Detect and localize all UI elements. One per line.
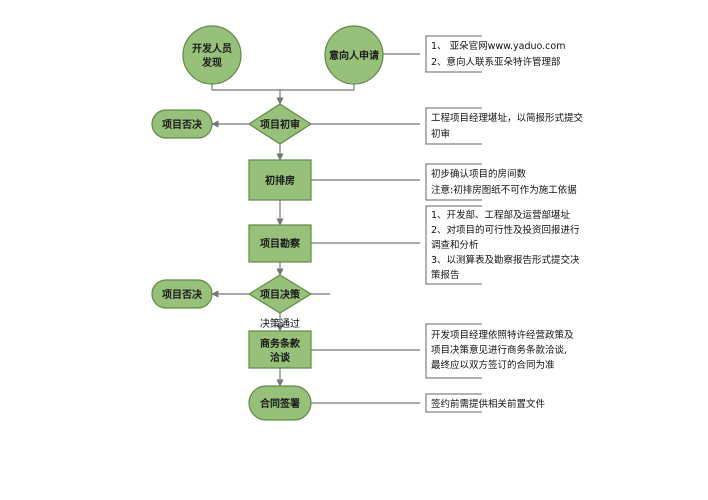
note-survey-line: 调查和分析: [431, 239, 479, 251]
negotiation-node[interactable]: 商务条款 洽谈: [248, 330, 312, 369]
developer-found-node[interactable]: 开发人员 发现: [182, 25, 242, 85]
note-apply-line: 2、意向人联系亚朵特许管理部: [431, 56, 561, 68]
intent-apply-label: 意向人申请: [329, 49, 379, 62]
connectors: [211, 53, 420, 404]
note-survey-line: 2、对项目的可行性及投资回报进行: [431, 224, 580, 236]
note-bracket-review: [425, 107, 482, 145]
developer-found-line2: 发现: [201, 56, 222, 69]
note-bracket-contract: [425, 393, 482, 413]
initial-review-label: 项目初审: [260, 118, 300, 131]
decision-node[interactable]: 项目决策: [247, 274, 313, 314]
note-apply: 1、 亚朵官网www.yaduo.com 2、意向人联系亚朵特许管理部: [431, 40, 565, 68]
reject-1-label: 项目否决: [162, 118, 203, 131]
note-review-line: 工程项目经理堪址，以简报形式提交: [431, 112, 584, 124]
reject-node-1[interactable]: 项目否决: [151, 109, 213, 139]
note-survey: 1、开发部、工程部及运营部堪址 2、对项目的可行性及投资回报进行 调查和分析 3…: [431, 209, 580, 281]
initial-layout-node[interactable]: 初排房: [248, 159, 312, 201]
intent-apply-node[interactable]: 意向人申请: [324, 25, 384, 85]
note-negotiation-line: 最终应以双方签订的合同为准: [431, 359, 555, 371]
survey-node[interactable]: 项目勘察: [248, 224, 312, 263]
note-contract-line: 签约前需提供相关前置文件: [431, 398, 546, 410]
note-negotiation-line: 项目决策意见进行商务条款洽谈,: [431, 344, 567, 356]
note-brackets: [425, 35, 482, 413]
note-survey-line: 策报告: [431, 269, 460, 281]
note-bracket-survey: [425, 205, 482, 285]
note-layout-line: 注意:初排房图纸不可作为施工依据: [431, 184, 577, 196]
note-contract: 签约前需提供相关前置文件: [431, 398, 546, 410]
survey-label: 项目勘察: [260, 237, 301, 250]
note-survey-line: 1、开发部、工程部及运营部堪址: [431, 209, 571, 221]
note-apply-line: 1、 亚朵官网www.yaduo.com: [431, 40, 565, 52]
note-negotiation: 开发项目经理依照特许经营政策及 项目决策意见进行商务条款洽谈, 最终应以双方签订…: [431, 329, 574, 371]
note-negotiation-line: 开发项目经理依照特许经营政策及: [431, 329, 574, 341]
initial-layout-label: 初排房: [265, 174, 295, 187]
note-review: 工程项目经理堪址，以简报形式提交 初审: [431, 112, 584, 140]
note-bracket-apply: [425, 35, 482, 73]
contract-label: 合同签署: [259, 397, 300, 410]
note-bracket-negotiation: [425, 323, 482, 379]
note-survey-line: 3、以测算表及勘察报告形式提交决: [431, 254, 580, 266]
negotiation-line2: 洽谈: [270, 351, 291, 364]
note-layout: 初步确认项目的房间数 注意:初排房图纸不可作为施工依据: [431, 168, 577, 196]
reject-2-label: 项目否决: [162, 288, 203, 301]
note-review-line: 初审: [431, 128, 450, 140]
reject-node-2[interactable]: 项目否决: [151, 279, 213, 309]
note-bracket-layout: [425, 163, 482, 201]
decision-pass-label: 决策通过: [260, 317, 300, 330]
negotiation-line1: 商务条款: [260, 337, 301, 350]
contract-node[interactable]: 合同签署: [248, 385, 312, 421]
developer-found-line1: 开发人员: [192, 42, 232, 55]
decision-label: 项目决策: [260, 288, 301, 301]
initial-review-decision[interactable]: 项目初审: [247, 103, 313, 145]
note-layout-line: 初步确认项目的房间数: [431, 168, 527, 180]
